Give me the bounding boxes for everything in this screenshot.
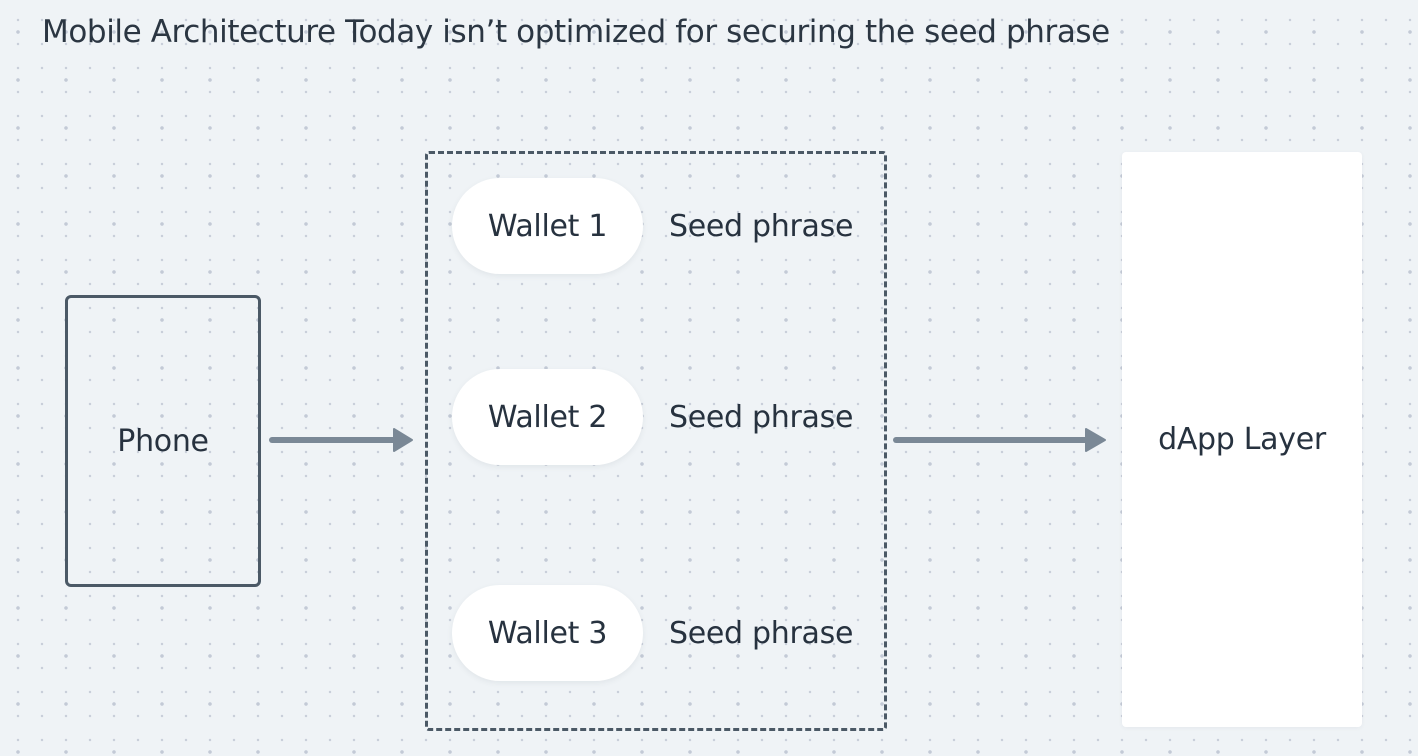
seed-phrase-label-3: Seed phrase (669, 615, 854, 651)
seed-phrase-label-1: Seed phrase (669, 208, 854, 244)
wallet-group: Wallet 1 Seed phrase Wallet 2 Seed phras… (425, 151, 887, 731)
phone-label: Phone (117, 423, 209, 459)
dapp-layer-label: dApp Layer (1158, 422, 1326, 457)
arrow-phone-to-wallets-icon (269, 428, 413, 452)
seed-phrase-label-2: Seed phrase (669, 399, 854, 435)
wallet-row-2: Wallet 2 Seed phrase (452, 369, 853, 465)
wallet-row-1: Wallet 1 Seed phrase (452, 178, 853, 274)
wallet-row-3: Wallet 3 Seed phrase (452, 585, 853, 681)
dapp-layer-node: dApp Layer (1122, 152, 1362, 727)
arrow-wallets-to-dapp-icon (893, 428, 1106, 452)
wallet-2-node: Wallet 2 (452, 369, 643, 465)
diagram-title: Mobile Architecture Today isn’t optimize… (42, 14, 1110, 50)
wallet-1-node: Wallet 1 (452, 178, 643, 274)
phone-node: Phone (65, 295, 261, 587)
wallet-3-node: Wallet 3 (452, 585, 643, 681)
